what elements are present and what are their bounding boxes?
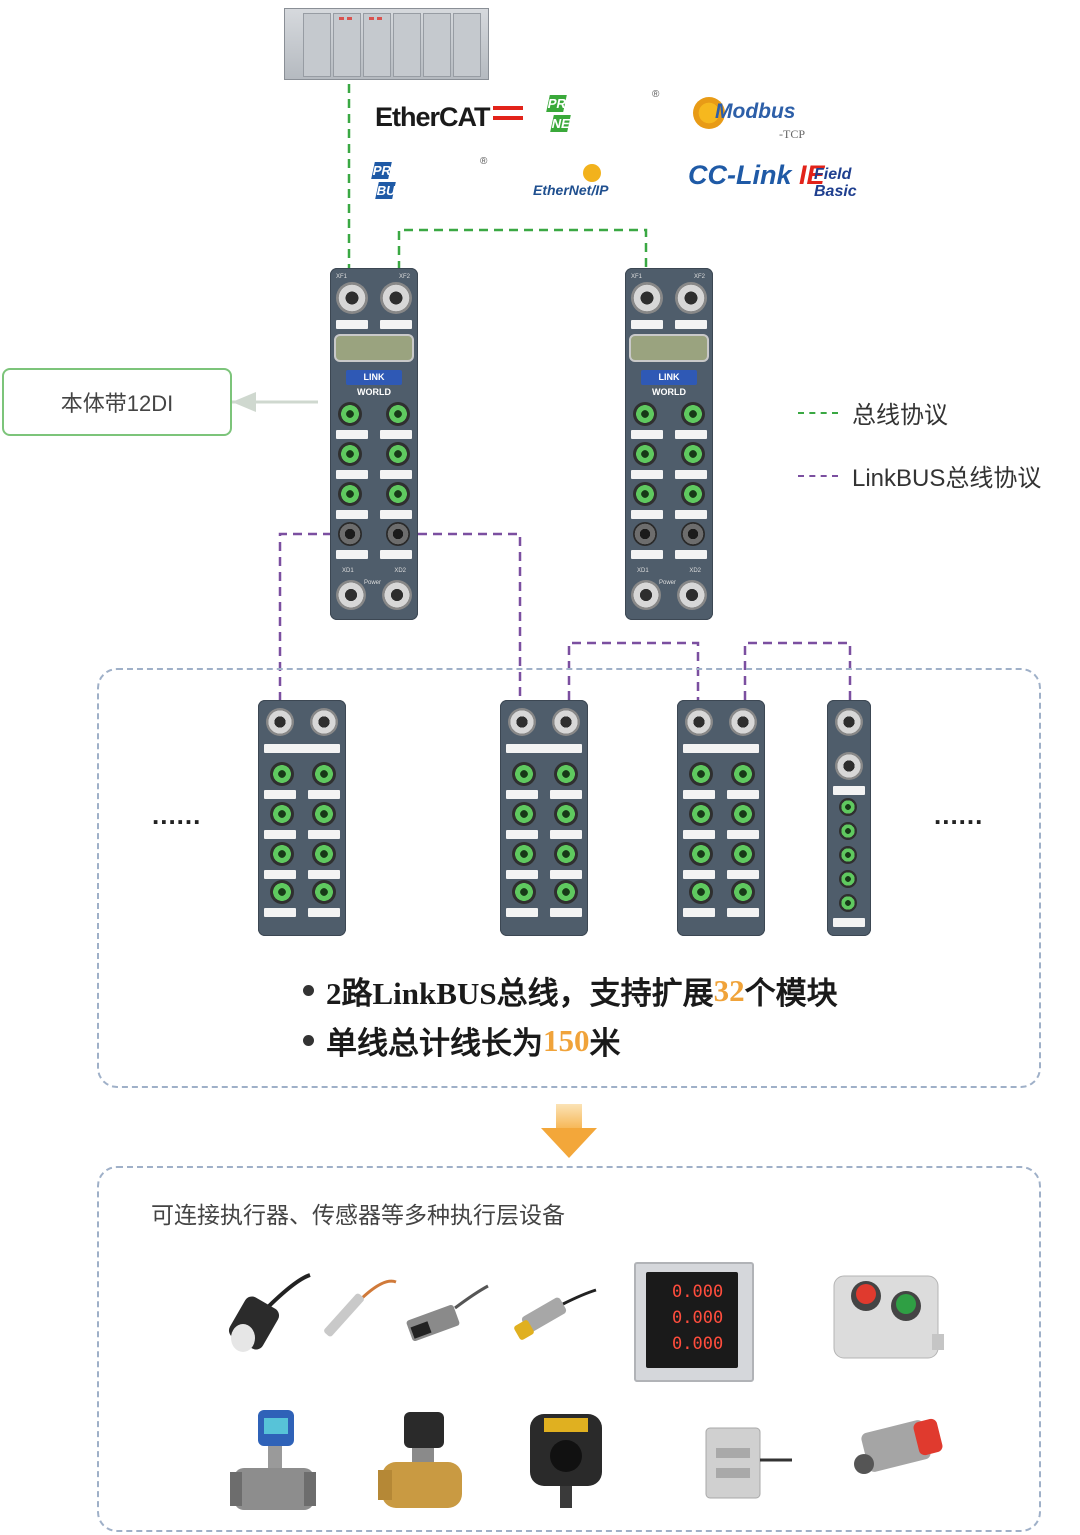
ellipsis-left: ...... xyxy=(152,800,202,830)
legend-bus-protocol: 总线协议 xyxy=(798,395,948,430)
pushbutton-box-icon xyxy=(833,1275,944,1359)
ethercat-logo: EtherCAT xyxy=(375,102,523,133)
plc-controller xyxy=(284,8,489,80)
callout-arrow-head xyxy=(232,392,256,412)
expansion-module-4-narrow xyxy=(827,700,871,936)
photoelectric-sensor-icon xyxy=(228,1273,311,1352)
link-world-badge: LINK WORLD xyxy=(641,370,697,397)
linkbus-port-2 xyxy=(386,522,410,546)
expansion-module-2 xyxy=(500,700,588,936)
bus-protocol-lines xyxy=(347,84,648,270)
laser-sensor-icon xyxy=(530,1414,602,1508)
power-meter-icon: 0.000 0.000 0.000 xyxy=(634,1262,754,1382)
linkbus-lines xyxy=(278,532,852,700)
main-io-module-1: XF1 XF2 LINK WORLD XD1 XD2 Power xyxy=(330,268,418,620)
linkbus-line-d xyxy=(743,641,852,700)
ethernet-ip-logo: EtherNet/IP xyxy=(533,164,608,198)
modbus-gear-icon xyxy=(693,97,725,129)
devices-caption: 可连接执行器、传感器等多种执行层设备 xyxy=(151,1203,565,1228)
linkbus-line-c xyxy=(567,641,700,700)
expansion-module-1 xyxy=(258,700,346,936)
legend-linkbus-protocol: LinkBUS总线协议 xyxy=(798,458,1041,493)
expansion-modules-group xyxy=(97,668,1041,1088)
profinet-logo: PROFI NET ® xyxy=(546,89,660,132)
rod-sensor-icon xyxy=(324,1279,397,1337)
xf1-port xyxy=(336,282,368,314)
status-led-panel xyxy=(334,334,414,362)
ethernet-ip-sun-icon xyxy=(583,164,601,182)
builtin-12di-callout: 本体带12DI xyxy=(2,368,232,436)
linkbus-line-b xyxy=(418,532,522,700)
solenoid-valve-icon xyxy=(378,1412,462,1508)
expansion-module-3 xyxy=(677,700,765,936)
module1-to-module2-line xyxy=(397,228,648,270)
link-world-badge: LINK WORLD xyxy=(346,370,402,397)
field-devices-group xyxy=(97,1166,1041,1532)
down-arrow-icon xyxy=(541,1104,597,1158)
ellipsis-right: ...... xyxy=(934,800,984,830)
xd2-power-port xyxy=(382,580,412,610)
main-io-module-2: XF1 XF2 LINK WORLD XD1 XD2 Power xyxy=(625,268,713,620)
cc-link-ie-field-basic-logo: CC-Link IE Field Basic xyxy=(688,160,857,200)
flow-meter-icon xyxy=(230,1410,316,1510)
valve-actuator-icon xyxy=(854,1418,943,1474)
linkbus-line-a xyxy=(278,532,332,700)
limit-sensor-icon xyxy=(406,1284,489,1342)
load-cell-icon xyxy=(705,1427,792,1499)
linkbus-port-1 xyxy=(338,522,362,546)
xd1-power-port xyxy=(336,580,366,610)
xf2-port xyxy=(380,282,412,314)
profibus-logo: PROFI BUS ® xyxy=(371,156,488,199)
proximity-sensor-icon xyxy=(514,1288,597,1340)
